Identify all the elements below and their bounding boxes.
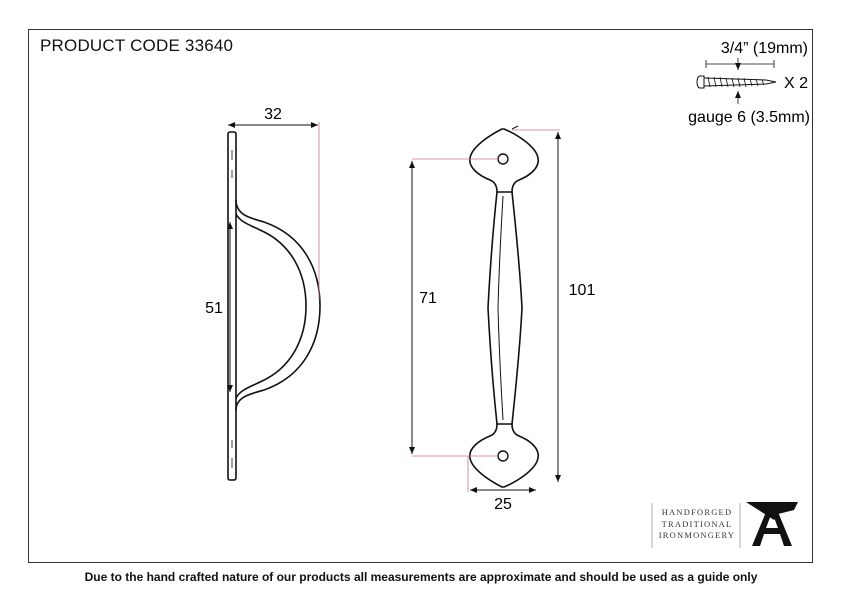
dim-front-inner-label: 71 [419, 290, 437, 307]
front-top-plate [469, 128, 539, 193]
logo-wordmark: HANDFORGED TRADITIONAL IRONMONGERY [657, 507, 737, 542]
screw-gauge-label: gauge 6 (3.5mm) [688, 109, 810, 126]
side-view-handle [227, 131, 321, 481]
front-grip-center [497, 195, 504, 421]
footer-disclaimer: Due to the hand crafted nature of our pr… [84, 570, 758, 584]
front-bottom-plate [469, 423, 539, 488]
anvil-a-icon [746, 502, 798, 546]
logo-line-1: HANDFORGED [661, 507, 733, 517]
side-bow-inner [235, 213, 307, 399]
side-back-plate [227, 131, 237, 481]
dim-front-overall-label: 101 [569, 282, 596, 299]
dim-side-depth-label: 32 [264, 106, 282, 123]
drawing-frame [28, 29, 813, 563]
front-view-handle [469, 128, 539, 488]
front-grip-left [487, 191, 498, 425]
logo-line-3: IRONMONGERY [658, 530, 736, 540]
screw-quantity-label: X 2 [784, 75, 808, 92]
front-top-screw-hole [497, 153, 509, 165]
side-bow-outer [235, 199, 321, 411]
front-bottom-screw-hole [497, 450, 509, 462]
logo-line-2: TRADITIONAL [661, 518, 733, 529]
dim-front-width-label: 25 [494, 496, 512, 513]
dim-front-overall-tick [511, 125, 519, 130]
screw-length-label: 3/4” (19mm) [721, 40, 808, 57]
front-grip-right [511, 191, 523, 425]
screw-icon [696, 75, 777, 89]
dim-side-span-label: 51 [205, 300, 223, 317]
product-code: PRODUCT CODE 33640 [40, 36, 234, 55]
